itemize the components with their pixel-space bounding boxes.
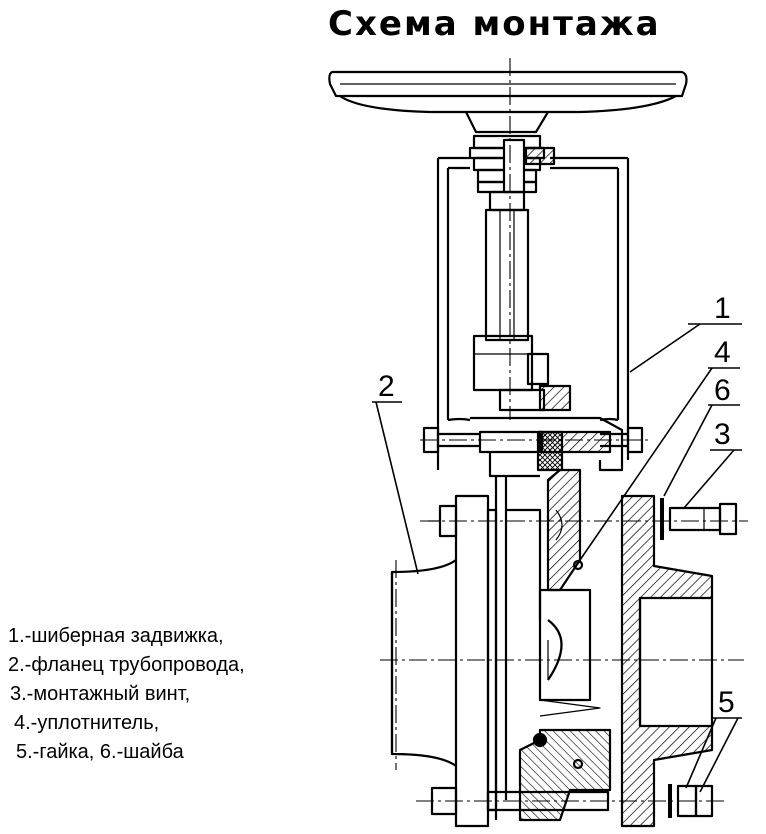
- right-pipe-flange: [620, 494, 714, 828]
- handwheel: [328, 70, 688, 134]
- callout-4: 4: [714, 336, 731, 369]
- callout-2: 2: [378, 370, 395, 403]
- left-pipe-flange: [390, 494, 498, 828]
- callout-5: 5: [718, 686, 735, 719]
- legend-item-2: 2.-фланец трубопровода,: [8, 654, 245, 676]
- callout-6: 6: [714, 374, 731, 407]
- legend-item-3: 3.-монтажный винт,: [10, 683, 191, 705]
- diagram-title: Схема монтажа: [328, 4, 661, 44]
- centerlines: [380, 58, 748, 802]
- valve-body: [494, 468, 612, 822]
- leader-lines: [372, 323, 742, 793]
- mounting-screw-upper: [660, 498, 738, 540]
- yoke-frame: [436, 156, 630, 470]
- legend-item-4: 4.-уплотнитель,: [14, 712, 160, 734]
- legend-item-1: 1.-шиберная задвижка,: [8, 625, 224, 647]
- stem-nut: [468, 134, 556, 194]
- parts-legend: 1.-шиберная задвижка, 2.-фланец трубопро…: [8, 622, 338, 767]
- legend-item-5: 5.-гайка, 6.-шайба: [16, 741, 184, 763]
- valve-stem: [472, 190, 550, 412]
- callout-1: 1: [714, 292, 731, 325]
- callout-3: 3: [714, 418, 731, 451]
- bonnet: [470, 384, 624, 478]
